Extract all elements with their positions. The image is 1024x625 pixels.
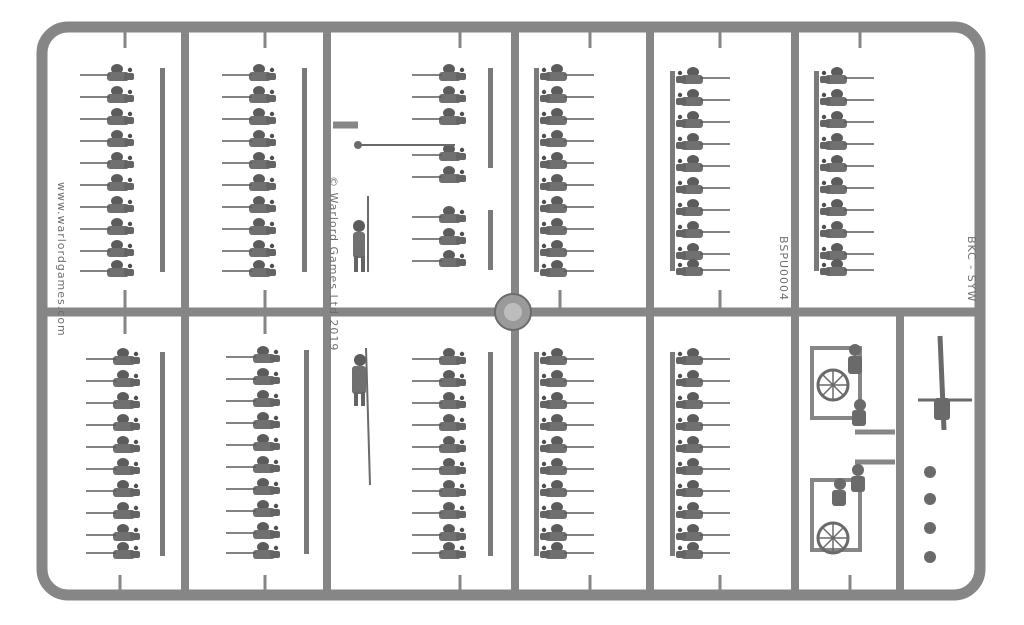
regiment-strip [221, 63, 307, 278]
sprue-code-right-text: BKC - SYW [965, 236, 978, 302]
sprue-code-text: BSPU0004 [777, 236, 790, 301]
sprue-frame [36, 21, 986, 601]
regiment-strip [85, 347, 165, 560]
cannon-wheel [816, 521, 850, 555]
center-hub [494, 293, 532, 331]
regiment-strip [814, 66, 875, 277]
sprue-gates [118, 32, 862, 590]
regiment-strip [411, 347, 493, 560]
regiment-strip [79, 63, 165, 278]
regiment-strip [225, 345, 309, 560]
spare-heads [924, 466, 936, 563]
regiment-strip [670, 347, 731, 560]
regiment-strip [534, 347, 595, 560]
sprue-runners [45, 30, 977, 592]
regiment-strip [534, 63, 595, 278]
regiment-strip [411, 63, 493, 184]
regiment-strip [411, 205, 493, 270]
officer-figure [353, 141, 455, 272]
regiment-strips [79, 63, 875, 560]
standard-bearer-figure [352, 347, 371, 486]
cannon-barrel [918, 335, 972, 431]
cannon-wheel [816, 368, 850, 402]
artillery-crew [832, 344, 866, 506]
sprue-website-text: www.warlordgames.com [55, 182, 68, 337]
sprue-copyright-text: © Warlord Games Ltd 2019 [327, 176, 340, 351]
regiment-strip [670, 66, 731, 277]
